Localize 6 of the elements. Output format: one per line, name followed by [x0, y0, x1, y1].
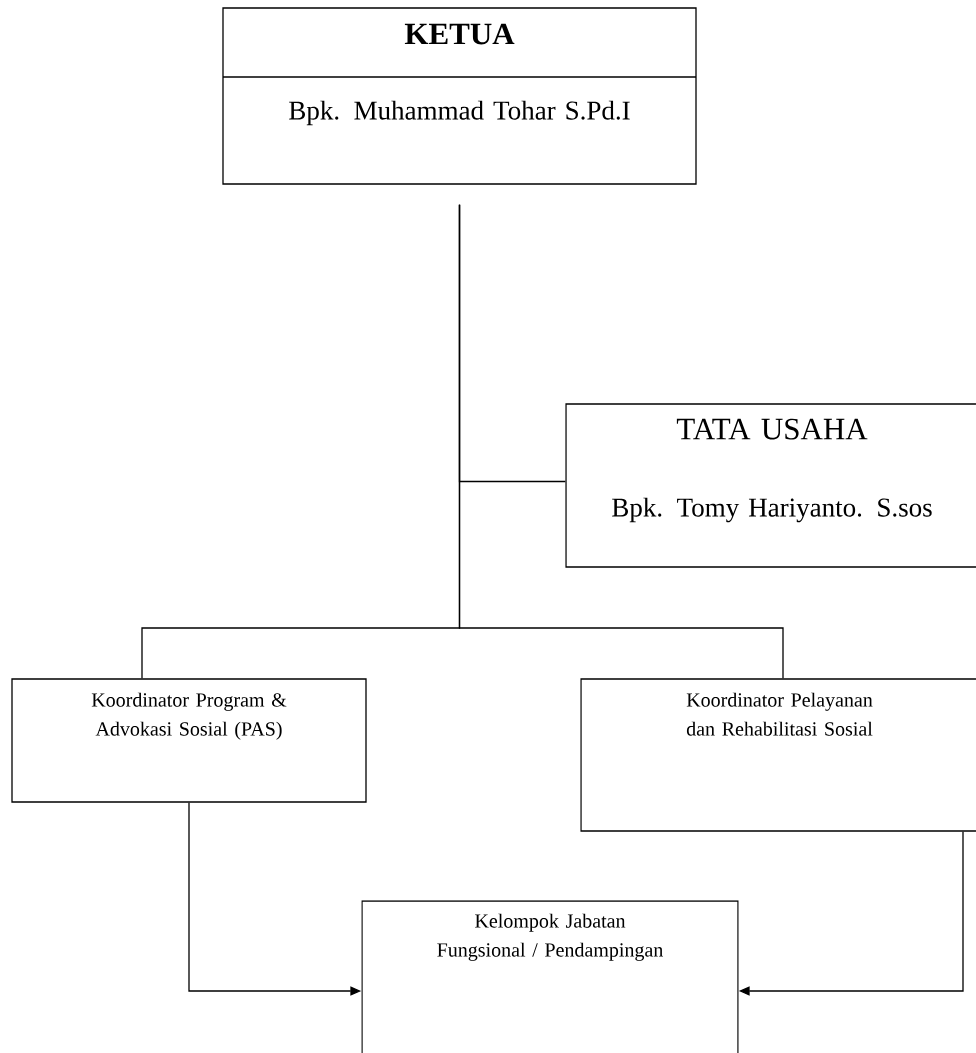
org-box: Kelompok Jabatan Fungsional / Pendampingan	[361, 900, 739, 1053]
connector	[458, 204, 784, 679]
org-box: Koordinator Pelayanan dan Rehabilitasi Sosial	[580, 678, 976, 832]
org-box: Koordinator Program & Advokasi Sosial (PAS)	[11, 678, 367, 803]
org-box: KETUA Bpk. Muhammad Tohar S.Pd.I	[222, 7, 697, 185]
org-box: TATA USAHA Bpk. Tomy Hariyanto. S.sos	[565, 403, 976, 568]
